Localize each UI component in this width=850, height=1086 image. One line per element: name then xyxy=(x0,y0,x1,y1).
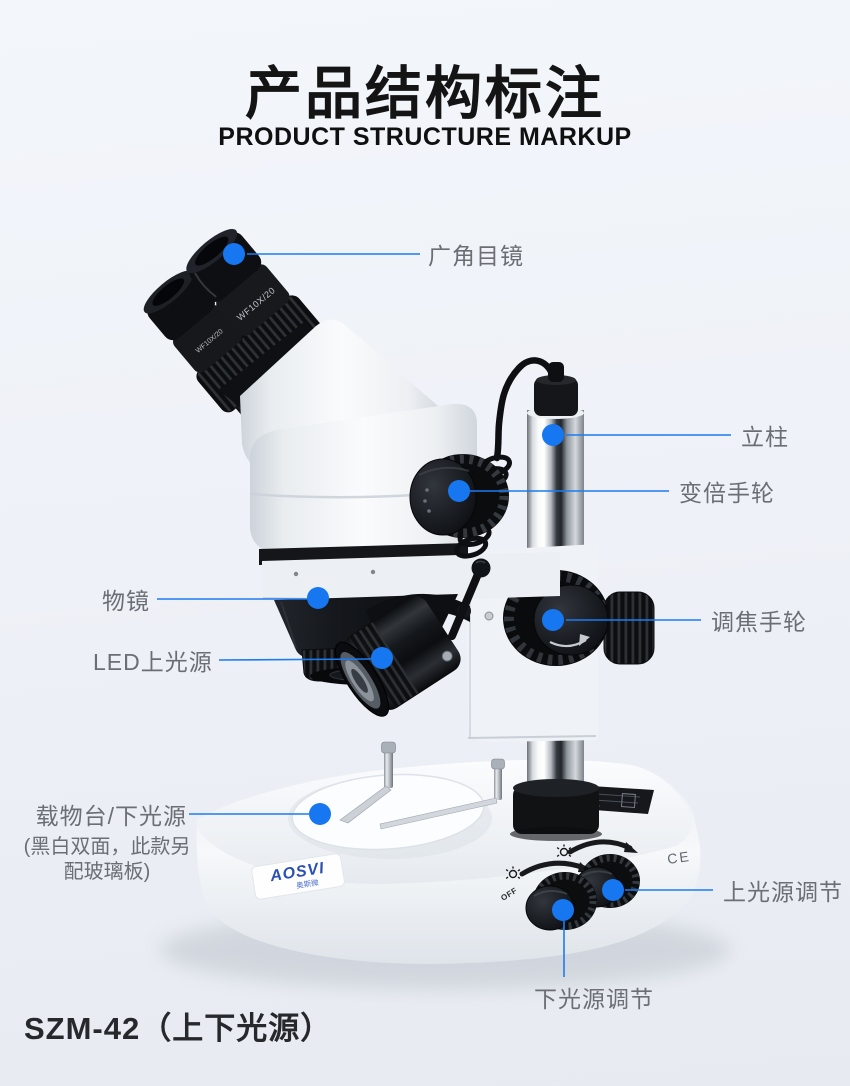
callout-line-led-upper-light xyxy=(218,658,372,661)
brand-sticker: AOSVI 奥斯微 xyxy=(251,853,345,900)
brand-subtext: 奥斯微 xyxy=(295,877,319,890)
page-subtitle: PRODUCT STRUCTURE MARKUP xyxy=(218,123,632,151)
callout-dot-upper-light-adjust xyxy=(602,879,624,901)
callout-label-zoom-knob: 变倍手轮 xyxy=(679,480,775,506)
lamp-icon-upper xyxy=(556,844,572,857)
page-title: 产品结构标注 xyxy=(245,62,605,126)
callout-dot-zoom-knob xyxy=(448,480,470,502)
callout-lines xyxy=(157,253,731,977)
callout-dots xyxy=(223,243,624,921)
callout-label-objective: 物镜 xyxy=(102,588,150,614)
column-collar xyxy=(510,779,602,841)
callout-dot-objective xyxy=(307,587,329,609)
upper-light-dial-arc xyxy=(567,839,638,855)
stage-clip-right xyxy=(379,758,505,830)
head-assembly: WF10X/20 WF10X/20 xyxy=(143,228,560,717)
ce-mark: CE xyxy=(666,848,691,867)
lock-lever[interactable] xyxy=(448,558,491,640)
callout-label-focus-knob: 调焦手轮 xyxy=(711,609,807,635)
callout-label-pillar: 立柱 xyxy=(741,424,789,450)
callout-dot-focus-knob xyxy=(542,609,564,631)
focus-knob-far[interactable] xyxy=(603,591,655,665)
callout-dot-stage xyxy=(309,803,331,825)
callout-dot-led-upper-light xyxy=(371,647,393,669)
callout-label-led-upper-light: LED上光源 xyxy=(93,649,213,675)
callout-label-upper-light-adjust: 上光源调节 xyxy=(723,879,843,905)
callout-label-lower-light-adjust: 下光源调节 xyxy=(534,986,654,1012)
stage-clip-left xyxy=(339,741,396,824)
callout-note-line1: (黑白双面，此款另 xyxy=(23,836,191,858)
lamp-icon-lower xyxy=(505,866,521,879)
column-cap xyxy=(534,378,578,416)
callout-note-line2: 配玻璃板) xyxy=(63,861,151,883)
callout-dot-pillar xyxy=(542,424,564,446)
model-caption: SZM-42（上下光源） xyxy=(24,1011,333,1046)
callout-dot-eyepiece xyxy=(223,243,245,265)
callout-note-stage: (黑白双面，此款另 配玻璃板) xyxy=(24,835,191,885)
callout-dot-lower-light-adjust xyxy=(552,899,574,921)
callout-label-stage-lower-light: 载物台/下光源 xyxy=(35,803,187,829)
callout-label-eyepiece: 广角目镜 xyxy=(428,243,524,269)
base: AOSVI 奥斯微 OFF xyxy=(196,741,701,964)
